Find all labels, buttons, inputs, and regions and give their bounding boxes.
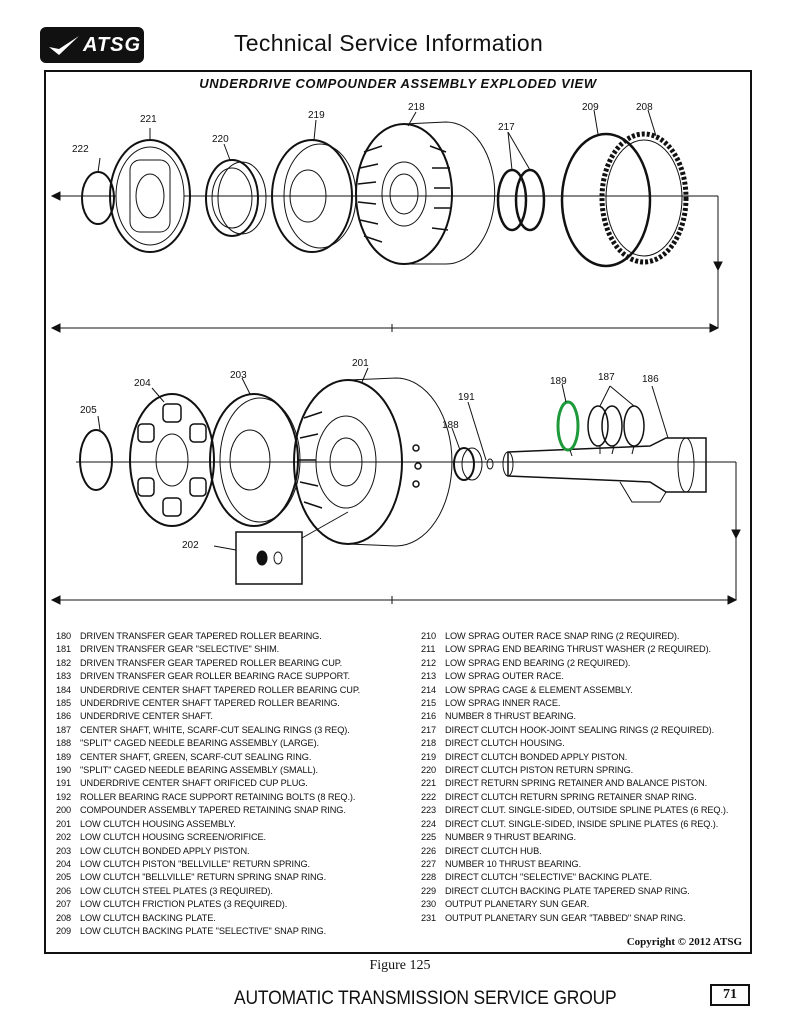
upper-arrow-down-icon: [713, 261, 723, 272]
part-217-seal-ring-b: [514, 168, 546, 232]
part-187-seal-ring-a: [587, 405, 609, 447]
footer-title: AUTOMATIC TRANSMISSION SERVICE GROUP: [234, 988, 617, 1009]
part-187-seal-ring-b: [601, 405, 623, 447]
label-189: 189: [550, 376, 567, 387]
part-202-inset-box: [235, 531, 303, 585]
logo-text: ATSG: [83, 34, 142, 56]
label-220: 220: [212, 134, 229, 145]
label-217: 217: [498, 122, 515, 133]
figure-frame: UNDERDRIVE COMPOUNDER ASSEMBLY EXPLODED …: [44, 70, 752, 954]
atsg-logo: ATSG: [40, 27, 144, 63]
label-221: 221: [140, 114, 157, 125]
part-217-seal-ring-a: [496, 168, 528, 232]
label-203: 203: [230, 370, 247, 381]
label-188: 188: [442, 420, 459, 431]
label-205: 205: [80, 405, 97, 416]
part-186-shaft: [507, 437, 707, 493]
part-204-bellville-spring: [129, 393, 215, 527]
label-191: 191: [458, 392, 475, 403]
label-202: 202: [182, 540, 199, 551]
label-219: 219: [308, 110, 325, 121]
part-187-seal-ring-c: [623, 405, 645, 447]
lower-arrow-down-icon: [731, 529, 741, 540]
page-header-title: Technical Service Information: [234, 30, 544, 56]
diagram-title: UNDERDRIVE COMPOUNDER ASSEMBLY EXPLODED …: [199, 76, 597, 91]
part-203-piston: [209, 393, 299, 527]
legend-item: 190"SPLIT" CAGED NEEDLE BEARING ASSEMBLY…: [56, 765, 318, 776]
part-220-spring: [205, 159, 259, 237]
legend-item: 188"SPLIT" CAGED NEEDLE BEARING ASSEMBLY…: [56, 738, 319, 749]
label-201: 201: [352, 358, 369, 369]
lower-arrow-left-icon: [50, 595, 61, 605]
part-218-housing: [355, 123, 453, 265]
label-218: 218: [408, 102, 425, 113]
label-222: 222: [72, 144, 89, 155]
label-186: 186: [642, 374, 659, 385]
part-219-piston: [271, 139, 353, 253]
upper-arrow-left-icon: [50, 191, 61, 201]
label-208: 208: [636, 102, 653, 113]
label-209: 209: [582, 102, 599, 113]
copyright-notice: Copyright © 2012 ATSG: [626, 936, 742, 948]
part-188-needle-bearing: [453, 447, 475, 481]
part-209-snap-ring: [560, 132, 652, 268]
upper-arrow-left-2-icon: [50, 323, 61, 333]
label-204: 204: [134, 378, 151, 389]
part-208-backing-plate: [599, 131, 689, 265]
figure-caption: Figure 125: [369, 958, 431, 973]
part-189-green-seal-ring: [556, 400, 580, 452]
part-205-snap-ring: [79, 429, 113, 491]
label-187: 187: [598, 372, 615, 383]
logo-checkmark-icon: [49, 36, 79, 55]
page-number: 71: [710, 984, 750, 1006]
part-191-cup-plug: [486, 458, 494, 470]
exploded-view-diagram: 222 221 220 219 218 217 209 208 205 204 …: [50, 102, 741, 605]
